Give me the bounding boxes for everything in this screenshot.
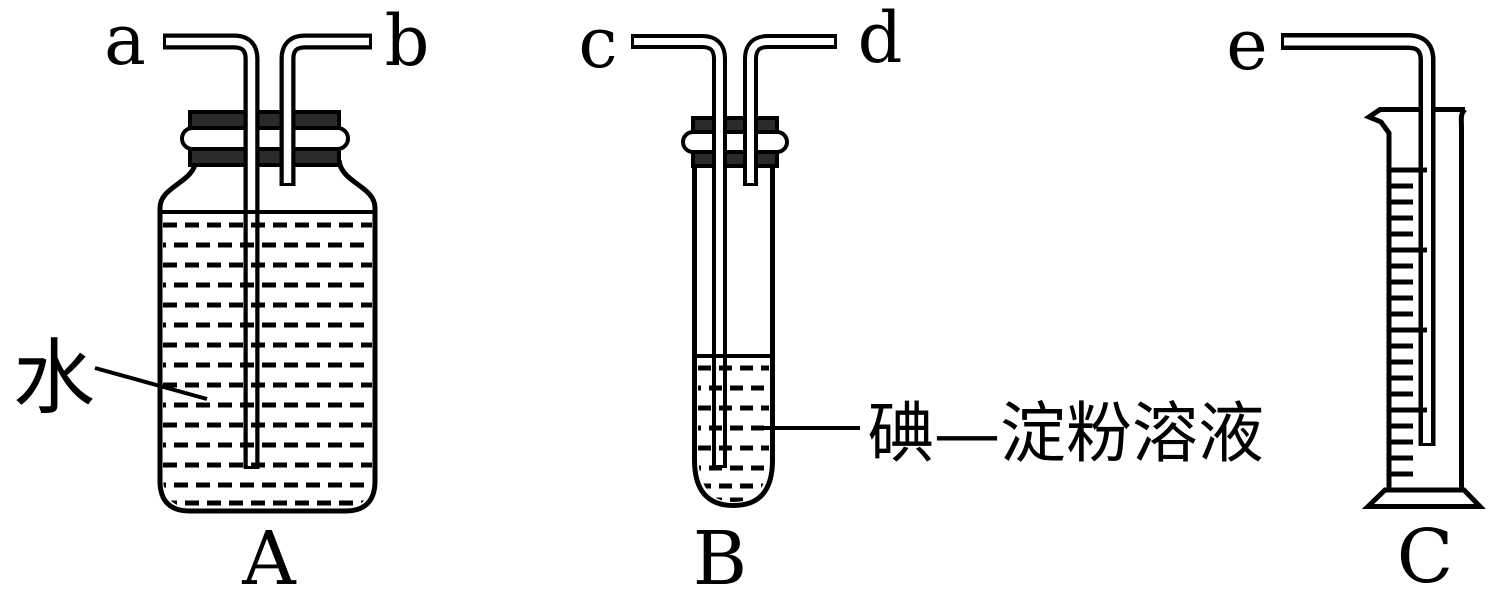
port-label-a: a [104, 0, 146, 81]
port-label-e: e [1226, 4, 1268, 86]
test-tube-drawing [631, 34, 860, 509]
port-label-d: d [857, 0, 903, 79]
water-pointer-line [94, 366, 208, 401]
tube-d [743, 34, 837, 186]
tube-b [279, 33, 372, 186]
iodine-starch-label: 碘—淀粉溶液 [868, 395, 1264, 472]
graduation-marks [1391, 167, 1427, 477]
cylinder-right-wall [1458, 107, 1467, 490]
tube-e [1281, 33, 1436, 446]
cylinder-rim-spout [1363, 107, 1465, 490]
test-tube-stopper [681, 116, 789, 168]
tube-c [631, 34, 727, 468]
solution-dashes [698, 365, 769, 502]
water-label: 水 [12, 331, 96, 426]
bottle-outline [157, 159, 378, 514]
test-tube-outline [692, 165, 775, 509]
bottle-stopper [180, 110, 350, 167]
water-dashes [163, 222, 372, 506]
cylinder-base [1361, 487, 1486, 509]
apparatus-label-c: C [1396, 514, 1454, 600]
tube-a [163, 33, 260, 469]
port-label-c: c [578, 2, 618, 84]
apparatus-label-a: A [242, 516, 296, 602]
gas-washing-bottle-drawing [94, 33, 378, 514]
apparatus-label-b: B [692, 516, 748, 602]
graduated-cylinder-drawing [1281, 33, 1486, 509]
port-label-b: b [384, 0, 430, 82]
